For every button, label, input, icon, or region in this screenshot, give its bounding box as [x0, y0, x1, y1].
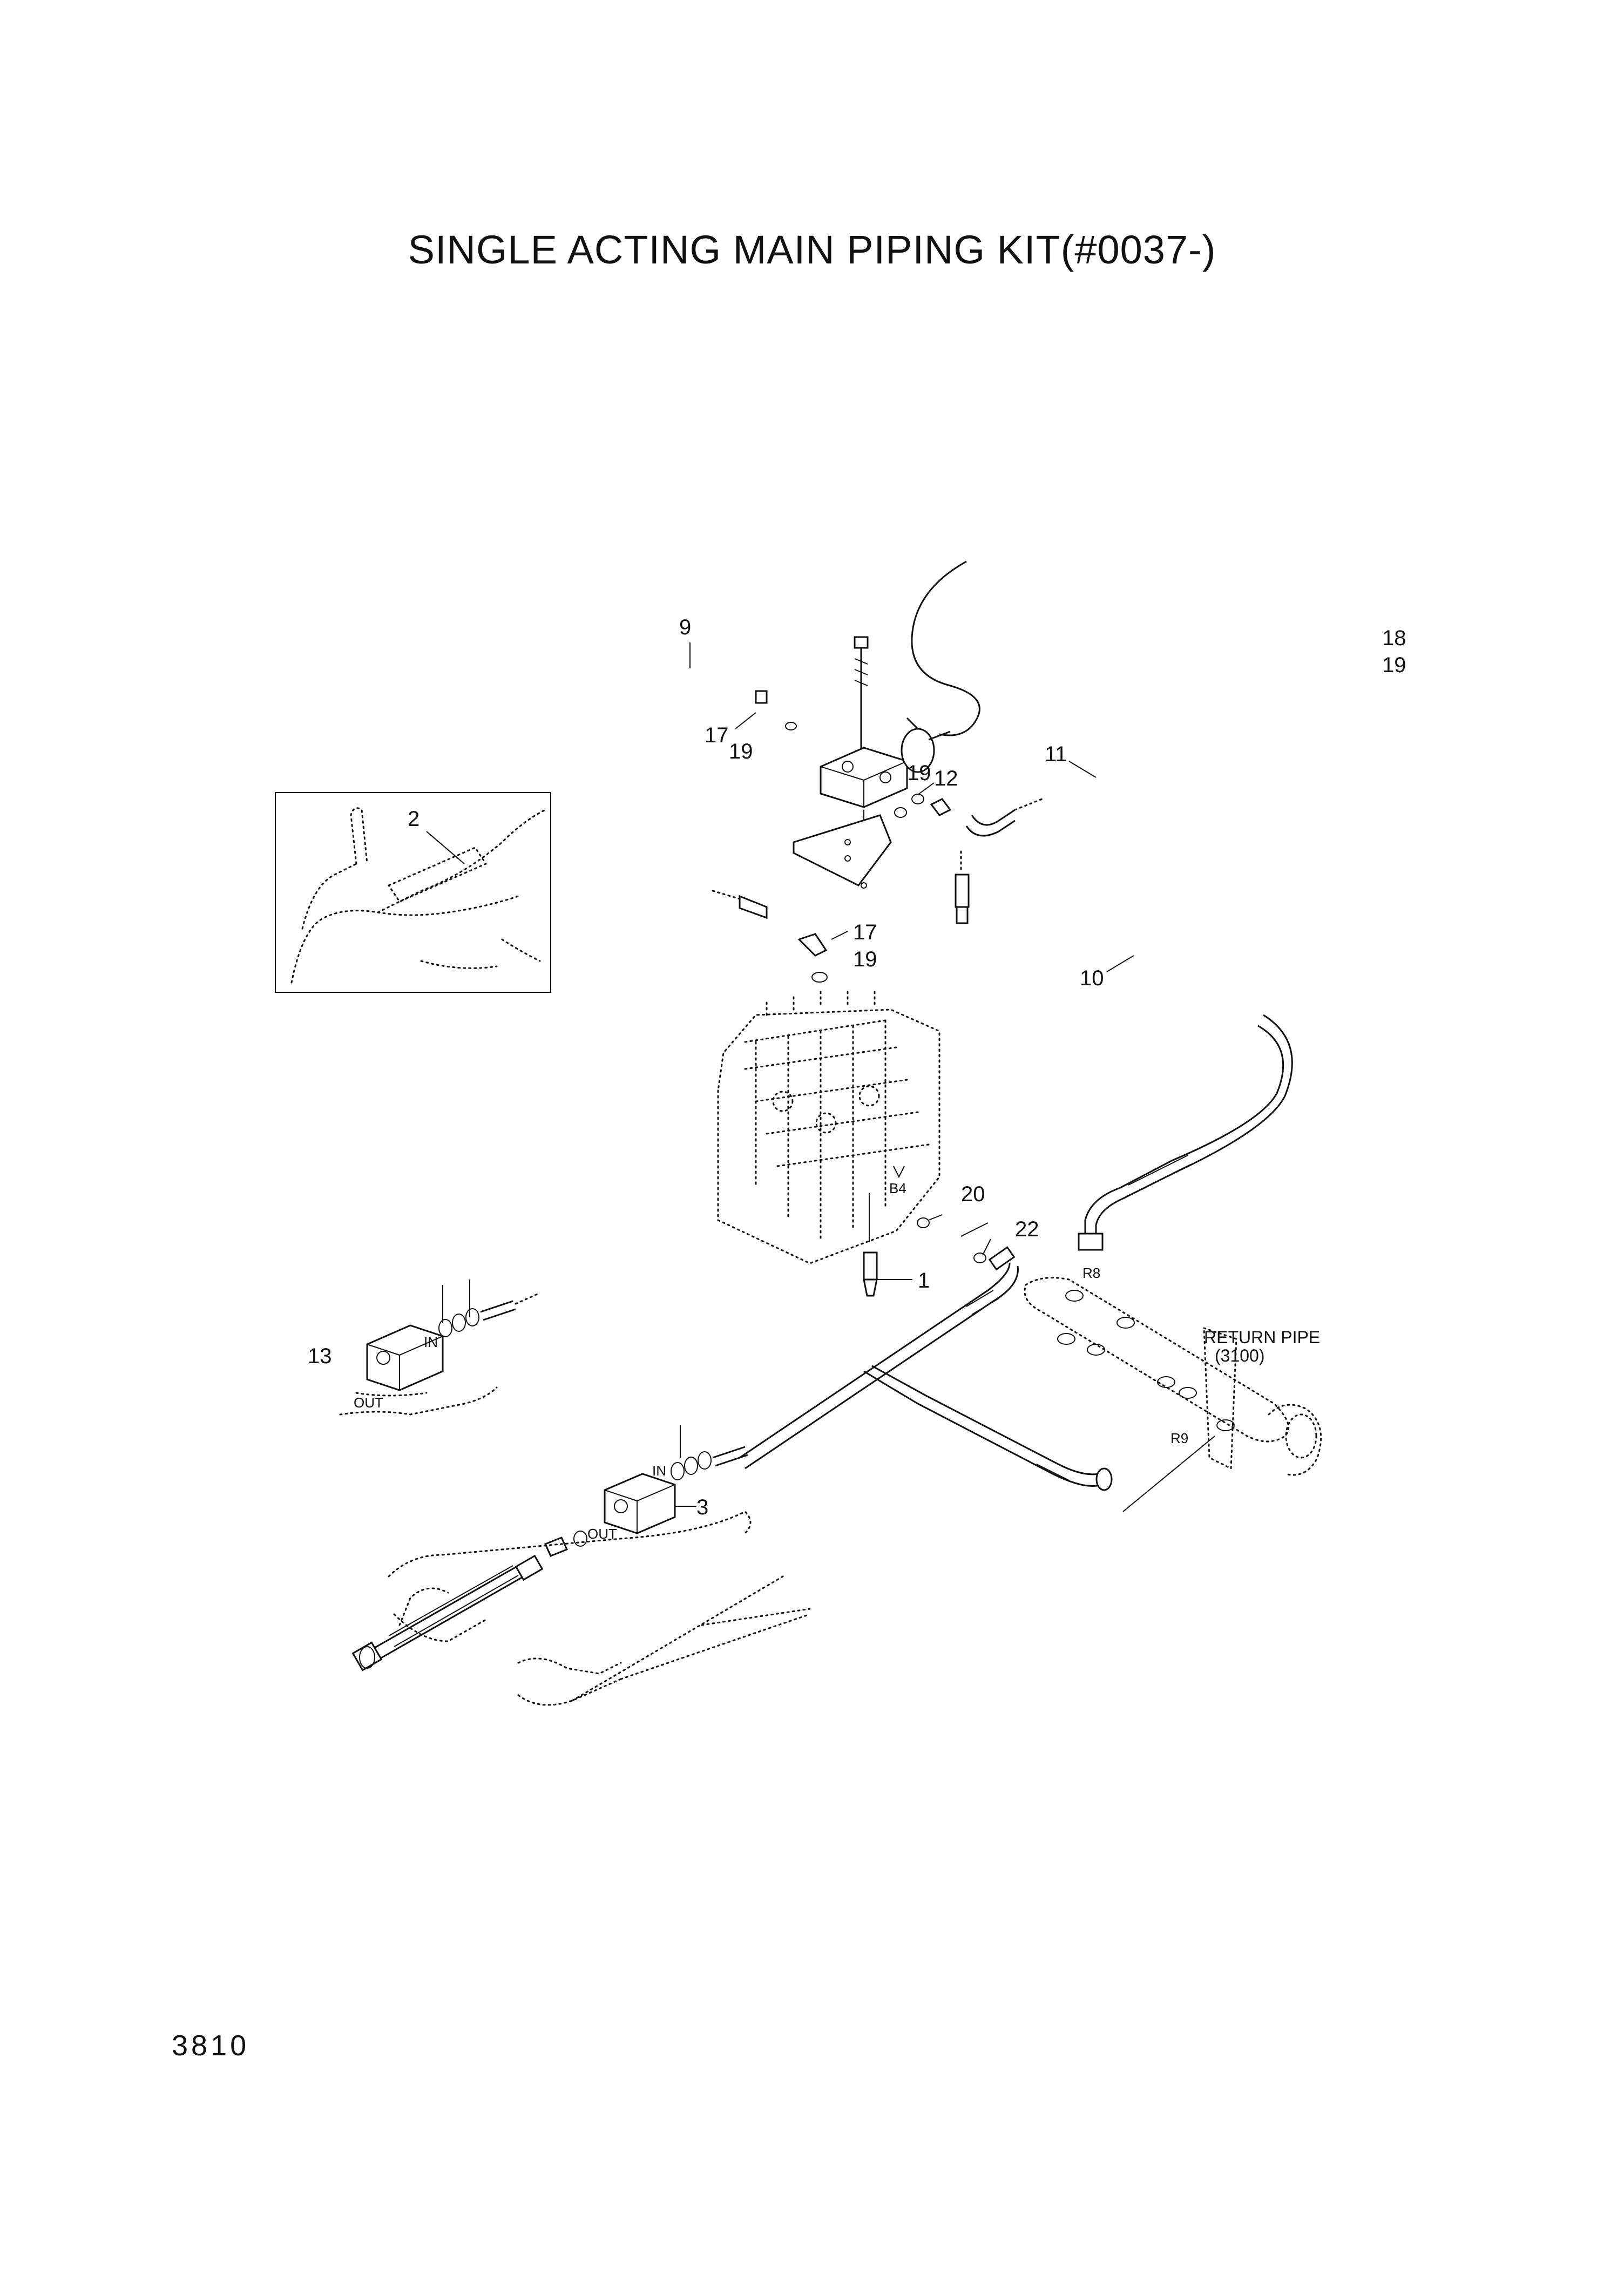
callouts: 9 18 19 17 19 19 12 11 2 17 19 10 20 22 …	[308, 615, 1406, 1519]
callout-20: 20	[961, 1182, 985, 1206]
callout-17-upper: 17	[705, 723, 729, 747]
return-manifold	[1024, 1277, 1322, 1512]
main-control-valve	[717, 987, 940, 1297]
solenoid-valve-assembly	[712, 560, 1043, 983]
return-pipe-upper	[1078, 1014, 1293, 1251]
callout-1: 1	[918, 1269, 930, 1292]
callout-9: 9	[679, 615, 691, 639]
page-number: 3810	[172, 2029, 250, 2062]
callout-12: 12	[934, 767, 958, 790]
callout-3: 3	[696, 1495, 708, 1519]
callout-22: 22	[1015, 1217, 1039, 1241]
o-ring-22	[973, 1253, 986, 1263]
callout-19-top-right: 19	[1382, 653, 1406, 677]
inset-control-panel	[275, 792, 551, 993]
callout-11: 11	[1045, 742, 1067, 766]
callout-19-lower: 19	[853, 947, 877, 971]
callout-10: 10	[1080, 966, 1104, 990]
return-pipe-label: RETURN PIPE	[1204, 1328, 1320, 1347]
port-r8: R8	[1082, 1265, 1100, 1281]
callout-2: 2	[408, 807, 419, 831]
o-ring-20	[917, 1217, 930, 1228]
port-in-13: IN	[424, 1334, 438, 1350]
boom-outline	[388, 1511, 811, 1706]
port-in-3: IN	[652, 1463, 666, 1479]
leader-2	[426, 831, 465, 864]
stop-valve-3	[544, 1425, 748, 1557]
callout-18: 18	[1382, 626, 1406, 650]
port-out-13: OUT	[354, 1395, 383, 1411]
leader-lines	[675, 642, 1134, 1507]
return-pipe-ref: (3100)	[1215, 1346, 1265, 1365]
port-b4: B4	[889, 1180, 906, 1196]
callout-19-mid: 19	[907, 761, 931, 785]
breaker-hose	[351, 1554, 544, 1671]
callout-19-upper: 19	[729, 740, 753, 763]
callout-13: 13	[308, 1344, 332, 1368]
pressure-hose	[739, 1246, 1113, 1491]
page-title: SINGLE ACTING MAIN PIPING KIT(#0037-)	[408, 227, 1216, 272]
port-out-3: OUT	[587, 1526, 617, 1542]
stop-valve-13	[339, 1280, 541, 1416]
solenoid-wire	[911, 560, 980, 736]
port-labels: IN OUT IN OUT B4 R8 R9 RETURN PIPE (3100…	[354, 1180, 1320, 1542]
callout-17-lower: 17	[853, 920, 877, 944]
port-r9: R9	[1170, 1430, 1188, 1446]
